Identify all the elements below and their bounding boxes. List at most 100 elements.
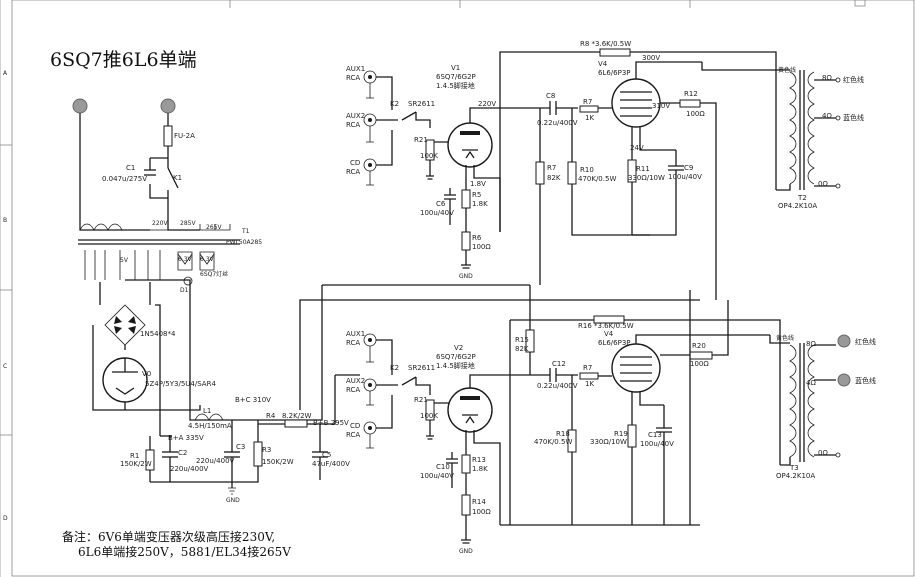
ch1-v1-note: 1.4.5脚接地: [436, 81, 475, 90]
ch2-wire-blue: 蓝色线: [855, 376, 876, 385]
ch1-wire-yellow: 黄色线: [778, 66, 796, 74]
t1-model: PWL50A285: [226, 239, 262, 246]
tap-6v3: 6.3V: [178, 256, 193, 263]
ch2-cd-rca: RCA: [346, 431, 360, 439]
ch1-wire-red: 红色线: [843, 75, 864, 84]
r3-label: R3: [262, 446, 271, 454]
c3-value: 220u/400V: [196, 457, 235, 465]
ch1-gnd: GND: [459, 273, 473, 280]
ch1-v4-type: 6L6/6P3P: [598, 69, 631, 77]
ch1-aux2-label: AUX2: [346, 112, 365, 120]
ch2-c10-value: 100u/40V: [420, 472, 454, 480]
ch1-t2-ref: T2: [797, 194, 807, 202]
ch2-aux1-rca: RCA: [346, 339, 360, 347]
v0-type: 5Z4P/5Y3/5U4/SAR4: [145, 380, 216, 388]
ch2-selector-label: SR2611: [408, 364, 435, 372]
ch1-k2-label: K2: [390, 100, 399, 108]
t1-tap-220: 220V: [152, 220, 168, 227]
c2-label: C2: [178, 449, 187, 457]
ch2-c13-value: 100u/40V: [640, 440, 674, 448]
ch2-spk-8-terminal: [837, 334, 851, 348]
switch-k1-label: K1: [173, 174, 182, 182]
c3-label: C3: [236, 443, 245, 451]
ch2-r7-label: R7: [583, 364, 592, 372]
ch2-c12-value: 0.22u/400V: [537, 382, 578, 390]
t1-tap-265: 265V: [206, 224, 222, 231]
ch2-k2-label: K2: [390, 364, 399, 372]
ch1-tap-0: 0Ω: [818, 180, 828, 188]
ch1-r7-value: 1K: [585, 114, 594, 122]
ch2-c12-label: C12: [552, 360, 566, 368]
ch2-aux1-label: AUX1: [346, 330, 365, 338]
ch2-v2-note: 1.4.5脚接地: [436, 361, 475, 370]
ch1-v1-ref: V1: [451, 64, 460, 72]
c2-value: 220u/400V: [170, 465, 209, 473]
ch2-r19-value: 330Ω/10W: [590, 438, 627, 446]
node-bb: B+B 295V: [313, 419, 349, 427]
ch2-r15-label: R15: [515, 336, 529, 344]
ch1-r10-value: 470K/0.5W: [578, 175, 616, 183]
ch1-aux1-label: AUX1: [346, 65, 365, 73]
ch1-tap-8: 8Ω: [822, 74, 832, 82]
ch1-r7-label: R7: [583, 98, 592, 106]
note-line-2: 6L6单端接250V，5881/EL34接265V: [78, 544, 291, 559]
ch2-t3-value: OP4.2K10A: [776, 472, 815, 480]
ch1-v-pwr-plate: 300V: [642, 54, 660, 62]
ch1-selector-label: SR2611: [408, 100, 435, 108]
tap-5v: 5V: [120, 257, 129, 264]
gnd-psu: GND: [226, 497, 240, 504]
diodes-label: 1N5408*4: [140, 330, 176, 338]
ch1-r7-load-value: 82K: [547, 174, 561, 182]
ch1-c9-label: C9: [684, 164, 693, 172]
ch2-v2-type: 6SQ7/6G2P: [436, 353, 476, 361]
zone-label-c: C: [3, 363, 7, 370]
t1-ref: T1: [241, 228, 250, 235]
power-supply: FU-2A K1 C1 0.047u/275V 220V 285V 265V T…: [72, 98, 700, 504]
ch2-power-tube-v4: [611, 343, 661, 393]
ch1-v4-ref: V4: [598, 60, 608, 68]
ch2-r13-label: R13: [472, 456, 486, 464]
ch2-wire-red: 红色线: [855, 337, 876, 346]
ch1-r10-label: R10: [580, 166, 594, 174]
ch1-v1-type: 6SQ7/6G2P: [436, 73, 476, 81]
ch2-tap-8: 8Ω: [806, 340, 816, 348]
ch1-v-pwr-screen: 310V: [652, 102, 670, 110]
c5-label: C5: [322, 451, 331, 459]
ch1-v-plate: 220V: [478, 100, 496, 108]
ch1-preamp-tube-v1: [447, 122, 493, 168]
r1-value: 150K/2W: [120, 460, 152, 468]
ch1-aux1-rca: RCA: [346, 74, 360, 82]
ch1-c6-label: C6: [436, 200, 446, 208]
ch2-preamp-tube-v2: [447, 387, 493, 433]
node-bc: B+C 310V: [235, 396, 271, 404]
ch1-v-pwr-cath: 24V: [630, 144, 644, 152]
ch1-r21-value: 100K: [420, 152, 438, 160]
c5-value: 47uF/400V: [312, 460, 350, 468]
ch1-r7-load-label: R7: [547, 164, 556, 172]
ch1-aux2-rca: RCA: [346, 121, 360, 129]
ch2-r18-value: 470K/0.5W: [534, 438, 572, 446]
ch1-c8-value: 0.22u/400V: [537, 119, 578, 127]
ch2-aux2-label: AUX2: [346, 377, 365, 385]
ch1-cd-rca: RCA: [346, 168, 360, 176]
ch2-r13-value: 1.8K: [472, 465, 488, 473]
ch2-r7-value: 1K: [585, 380, 594, 388]
ch2-tap-0: 0Ω: [818, 449, 828, 457]
ch2-v4-type: 6L6/6P3P: [598, 339, 631, 347]
c1-value: 0.047u/275V: [102, 175, 147, 183]
ch1-r8-label: R8 *3.6K/0.5W: [580, 40, 631, 48]
ch2-t3-ref: T3: [789, 464, 799, 472]
c1-label: C1: [126, 164, 135, 172]
note-line-1: 备注：6V6单端变压器次级高压接230V,: [62, 529, 275, 544]
ch2-spk-4-terminal: [837, 373, 851, 387]
r1-label: R1: [130, 452, 139, 460]
v0-ref: V0: [142, 370, 151, 378]
ch1-v-cath: 1.8V: [470, 180, 486, 188]
fuse: [163, 125, 173, 147]
ch2-c10-label: C10: [436, 463, 450, 471]
diagram-title: 6SQ7推6L6单端: [50, 49, 197, 71]
ch2-r20-label: R20: [692, 342, 706, 350]
ch2-wire-yellow: 黄色线: [776, 334, 794, 342]
ch2-r15-value: 82K: [515, 345, 529, 353]
